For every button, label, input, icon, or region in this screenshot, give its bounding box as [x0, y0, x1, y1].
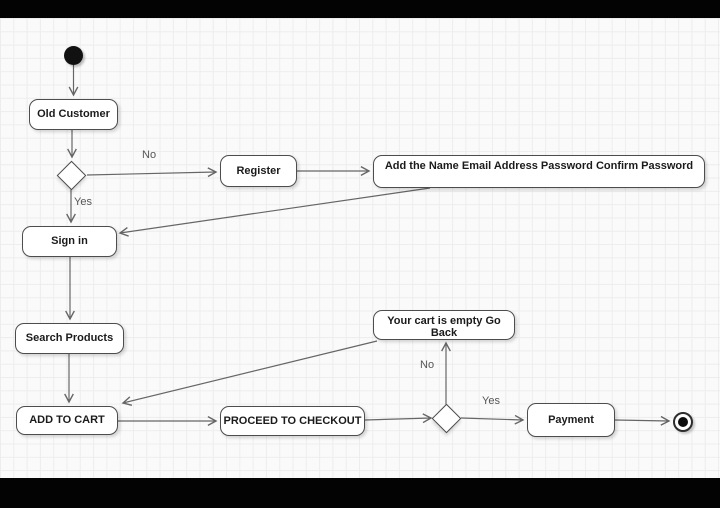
top-letterbox-bar [0, 0, 720, 18]
bottom-letterbox-bar [0, 478, 720, 508]
final-node-inner-dot [678, 417, 688, 427]
edge-label-yes-payment: Yes [482, 395, 500, 407]
activity-sign-in: Sign in [22, 226, 117, 257]
activity-proceed-to-checkout: PROCEED TO CHECKOUT [220, 406, 365, 436]
activity-search-products: Search Products [15, 323, 124, 354]
edge-label-no-cart-empty: No [420, 359, 435, 371]
edge-label-no-register: No [142, 149, 157, 161]
diagram-canvas: Old Customer Register Add the Name Email… [0, 18, 720, 478]
edge-label-yes-sign-in: Yes [74, 196, 92, 208]
activity-cart-empty-go-back: Your cart is empty Go Back [373, 310, 515, 340]
activity-payment: Payment [527, 403, 615, 437]
edge-cart-empty-to-add-to-cart [121, 340, 378, 406]
initial-node [64, 46, 83, 65]
activity-register: Register [220, 155, 297, 187]
activity-add-details: Add the Name Email Address Password Conf… [373, 155, 705, 188]
edge-payment-to-end [614, 415, 671, 426]
activity-old-customer: Old Customer [29, 99, 118, 130]
edge-decision1-no-to-register [86, 167, 218, 178]
edge-add-details-to-sign-in [118, 187, 431, 237]
final-node [673, 412, 693, 432]
activity-add-to-cart: ADD TO CART [16, 406, 118, 435]
edge-decision2-yes-to-payment [460, 414, 525, 425]
edges-layer [64, 65, 671, 426]
edge-proceed-to-decision2 [364, 413, 433, 424]
